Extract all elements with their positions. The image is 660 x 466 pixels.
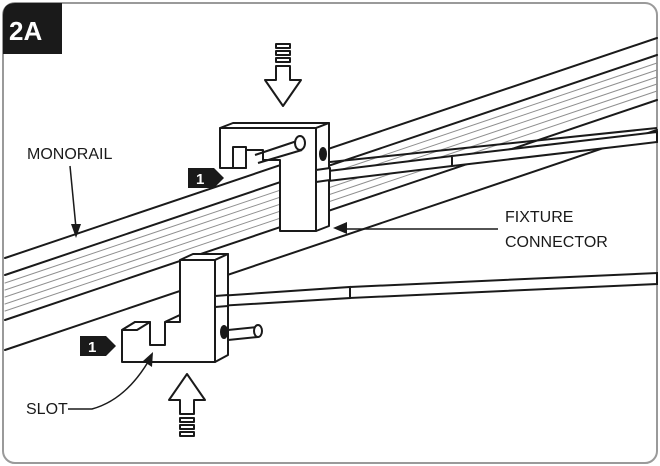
panel-tag: 2A bbox=[3, 3, 62, 54]
monorail bbox=[4, 37, 658, 351]
callout-slot: SLOT bbox=[26, 352, 153, 418]
step-badge-lower: 1 bbox=[80, 336, 116, 356]
slot-label: SLOT bbox=[26, 401, 68, 418]
callout-fixture-connector: FIXTURE CONNECTOR bbox=[333, 209, 608, 251]
fixture-connector-lower bbox=[121, 253, 263, 363]
arrow-down-icon bbox=[264, 43, 302, 107]
callout-monorail: MONORAIL bbox=[27, 146, 112, 238]
step-number: 1 bbox=[196, 171, 204, 188]
panel-tag-text: 2A bbox=[9, 16, 42, 46]
fixture-connector-label-line2: CONNECTOR bbox=[505, 234, 608, 251]
step-badge-upper: 1 bbox=[188, 168, 224, 188]
monorail-label: MONORAIL bbox=[27, 146, 112, 163]
fixture-connector-upper bbox=[219, 122, 331, 232]
arrow-up-icon bbox=[168, 373, 206, 437]
step-number: 1 bbox=[88, 339, 96, 356]
fixture-connector-label-line1: FIXTURE bbox=[505, 209, 573, 226]
lower-rods bbox=[217, 271, 658, 308]
